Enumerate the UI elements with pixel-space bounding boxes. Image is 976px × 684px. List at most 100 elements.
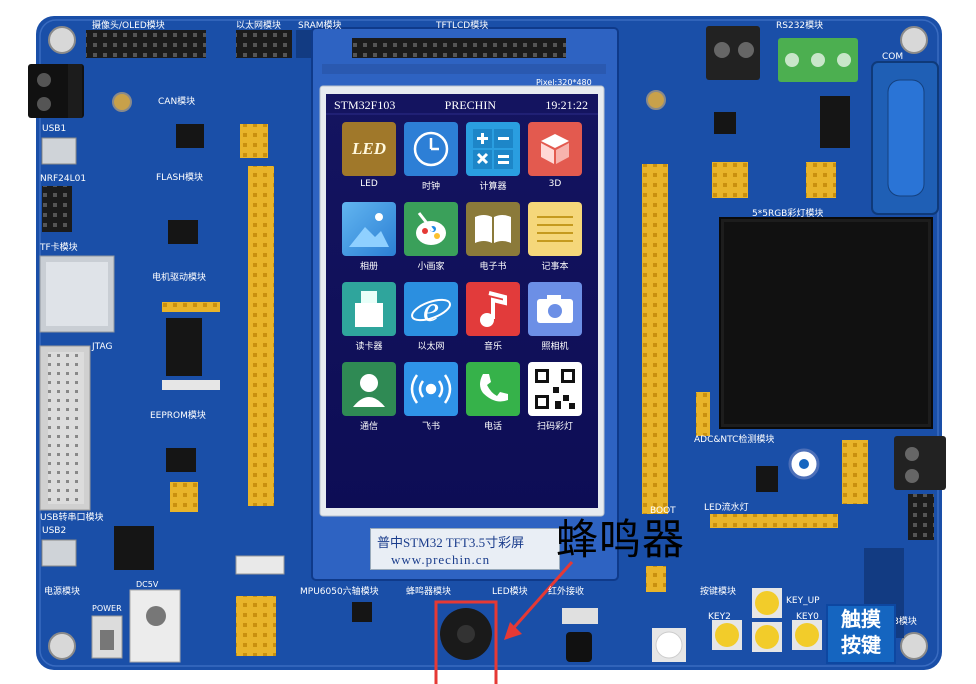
app-calculator[interactable]: 计算器 <box>464 122 522 192</box>
app-ethernet[interactable]: e 以太网 <box>402 282 460 352</box>
buzzer-annotation: 蜂鸣器 <box>556 515 686 564</box>
camera-icon <box>528 282 582 336</box>
qr-code-icon <box>528 362 582 416</box>
silk-power-sw: POWER <box>92 604 122 613</box>
app-label: 扫码彩灯 <box>536 422 573 432</box>
lcd-status-bar: STM32F103 PRECHIN 19:21:22 <box>326 95 596 115</box>
app-notepad[interactable]: 记事本 <box>526 202 584 272</box>
silk-ethernet: 以太网模块 <box>236 21 282 31</box>
silk-jtag: JTAG <box>92 342 113 352</box>
silk-usb2: USB2 <box>42 526 67 536</box>
app-label: 读卡器 <box>355 342 383 352</box>
card-reader-icon <box>342 282 396 336</box>
silk-key2: KEY2 <box>708 612 731 622</box>
contacts-icon <box>342 362 396 416</box>
app-label: 计算器 <box>479 182 507 192</box>
app-wireless[interactable]: 飞书 <box>402 362 460 432</box>
app-clock[interactable]: 时钟 <box>402 122 460 192</box>
silk-motor: 电机驱动模块 <box>152 273 207 283</box>
lcd-brand-label: 普中STM32 TFT3.5寸彩屏 www.prechin.cn <box>370 528 560 570</box>
svg-text:e: e <box>423 289 439 329</box>
rs232-chip <box>820 96 850 148</box>
app-label: LED <box>360 179 378 189</box>
can-chip <box>176 124 204 148</box>
silk-com: COM <box>882 52 904 62</box>
silk-led-mod: LED模块 <box>492 587 528 597</box>
app-card-reader[interactable]: 读卡器 <box>340 282 398 352</box>
silk-usb1: USB1 <box>42 124 67 134</box>
buzzer-annotation-arrow <box>504 561 574 640</box>
calculator-icon <box>466 122 520 176</box>
app-label: 电话 <box>483 422 502 432</box>
silk-led-lamps: LED流水灯 <box>704 503 749 513</box>
silk-flash: FLASH模块 <box>156 173 204 183</box>
led-icon-text: LED <box>352 139 386 158</box>
silk-nrf: NRF24L01 <box>40 174 87 184</box>
usart-jumper <box>170 482 198 512</box>
push-buttons <box>652 588 822 662</box>
right-io-header <box>642 164 668 514</box>
screw-terminal-top <box>706 26 760 80</box>
silk-ir: 红外接收 <box>548 587 585 597</box>
ethernet-header <box>236 30 292 58</box>
ebook-icon <box>466 202 520 256</box>
buzzer-highlight-box <box>434 600 498 684</box>
clock-icon <box>404 122 458 176</box>
silk-buzzer: 蜂鸣器模块 <box>406 587 452 597</box>
silk-sram: SRAM模块 <box>298 21 342 31</box>
silk-rgb: 5*5RGB彩灯模块 <box>752 209 824 219</box>
app-phone[interactable]: 电话 <box>464 362 522 432</box>
notepad-icon <box>528 202 582 256</box>
nrf-header <box>42 186 72 232</box>
dc-jack <box>129 589 181 663</box>
ethernet-icon: e <box>404 282 458 336</box>
app-label: 记事本 <box>541 262 569 272</box>
ch340-chip <box>114 526 154 570</box>
silk-adc: ADC&NTC检测模块 <box>694 435 775 445</box>
screw-terminal-right <box>894 436 946 490</box>
app-music[interactable]: 音乐 <box>464 282 522 352</box>
app-painter[interactable]: 小画家 <box>402 202 460 272</box>
oled-header <box>86 30 206 58</box>
app-label: 通信 <box>359 422 378 432</box>
led-row <box>710 514 838 528</box>
touch-line1: 触摸 <box>841 607 881 631</box>
phone-icon <box>466 362 520 416</box>
app-label: 相册 <box>359 262 378 272</box>
app-album[interactable]: 相册 <box>340 202 398 272</box>
cube-icon <box>528 122 582 176</box>
silk-pixel: Pixel:320*480 <box>536 78 592 87</box>
motor-chip <box>166 318 202 376</box>
silk-camera-oled: 摄像头/OLED模块 <box>92 21 165 31</box>
app-ebook[interactable]: 电子书 <box>464 202 522 272</box>
app-qr[interactable]: 扫码彩灯 <box>526 362 584 432</box>
eeprom-chip <box>166 448 196 472</box>
app-led[interactable]: LED LED <box>340 122 398 189</box>
touch-key-label: 触摸 按键 <box>826 604 896 664</box>
silk-mpu6050: MPU6050六轴模块 <box>300 587 379 597</box>
ir-receiver <box>566 632 592 662</box>
app-label: 音乐 <box>483 342 502 352</box>
silk-mp3: MP3模块 <box>880 617 917 627</box>
status-brand: PRECHIN <box>444 97 497 112</box>
app-3d[interactable]: 3D <box>526 122 584 189</box>
music-icon <box>466 282 520 336</box>
silk-usb-serial: USB转串口模块 <box>40 513 104 523</box>
app-label: 以太网 <box>417 342 445 352</box>
app-label: 飞书 <box>421 422 440 432</box>
app-contacts[interactable]: 通信 <box>340 362 398 432</box>
silk-rs232: RS232模块 <box>776 21 824 31</box>
usb2-port <box>41 539 77 567</box>
app-label: 时钟 <box>421 182 440 192</box>
mounting-holes <box>48 26 928 660</box>
app-label: 3D <box>548 179 562 189</box>
silk-boot: BOOT <box>650 506 676 516</box>
app-camera[interactable]: 照相机 <box>526 282 584 352</box>
silk-power: 电源模块 <box>44 587 81 597</box>
wireless-icon <box>404 362 458 416</box>
photo-album-icon <box>342 202 396 256</box>
silk-key-up: KEY_UP <box>786 596 820 606</box>
app-label: 照相机 <box>541 342 569 352</box>
silk-tf: TF卡模块 <box>40 243 78 253</box>
app-label: 小画家 <box>417 262 445 272</box>
